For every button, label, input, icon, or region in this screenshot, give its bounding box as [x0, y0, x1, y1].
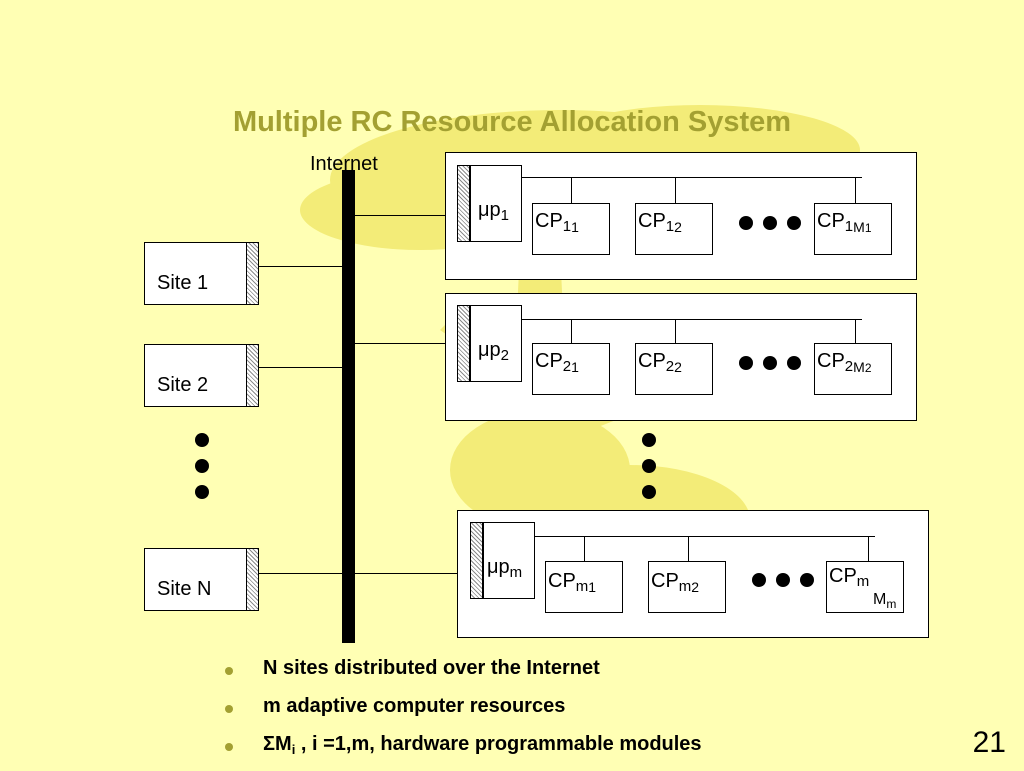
ellipsis-dot: [642, 485, 656, 499]
bus-drop: [688, 536, 689, 561]
bullet-dot: [225, 743, 233, 751]
resource-link: [355, 343, 457, 344]
internet-backbone: [342, 170, 355, 643]
cp-label: CP2M2: [817, 350, 872, 375]
processor-label: μp2: [478, 339, 509, 364]
bullet-text: ΣMi , i =1,m, hardware programmable modu…: [263, 733, 702, 757]
ellipsis-dot: [787, 356, 801, 370]
cp-label: CPm1: [548, 570, 597, 595]
cp-label: CP21: [535, 350, 579, 375]
cp-box: CP11: [532, 203, 610, 255]
bus-drop: [855, 177, 856, 203]
processor-box: μpm: [483, 522, 535, 599]
cp-box: CPm Mm: [826, 561, 904, 613]
cp-label: CP22: [638, 350, 682, 375]
bus-drop: [571, 177, 572, 203]
ellipsis-dot: [763, 216, 777, 230]
site-label: Site 2: [157, 374, 209, 396]
cp-label: CP12: [638, 210, 682, 235]
processor-port: [457, 305, 470, 382]
processor-port: [457, 165, 470, 242]
cp-box: CPm2: [648, 561, 726, 613]
site-link: [259, 266, 342, 267]
resource-link: [355, 215, 457, 216]
site-link: [259, 367, 342, 368]
bus-drop: [675, 319, 676, 343]
bullet-text: m adaptive computer resources: [263, 695, 566, 717]
processor-box: μp1: [470, 165, 522, 242]
page-number: 21: [972, 726, 1006, 759]
cp-box: CP21: [532, 343, 610, 395]
cp-label: CP1M1: [817, 210, 872, 235]
bullet-text: N sites distributed over the Internet: [263, 657, 600, 679]
cp-box: CP12: [635, 203, 713, 255]
bullet-dot: [225, 667, 233, 675]
ellipsis-dot: [752, 573, 766, 587]
site-label: Site N: [157, 578, 212, 600]
cp-box: CP1M1: [814, 203, 892, 255]
bus-line: [522, 319, 862, 320]
cp-box: CP2M2: [814, 343, 892, 395]
bus-drop: [675, 177, 676, 203]
cp-label: CPm: [829, 565, 870, 590]
processor-port: [470, 522, 483, 599]
ellipsis-dot: [195, 459, 209, 473]
ellipsis-dot: [739, 356, 753, 370]
bus-drop: [571, 319, 572, 343]
processor-box: μp2: [470, 305, 522, 382]
site-port: [246, 344, 259, 407]
ellipsis-dot: [195, 433, 209, 447]
cp-label: CP11: [535, 210, 579, 235]
cp-label-subscript: Mm: [873, 591, 897, 611]
internet-label: Internet: [310, 153, 378, 175]
ellipsis-dot: [787, 216, 801, 230]
ellipsis-dot: [763, 356, 777, 370]
ellipsis-dot: [776, 573, 790, 587]
bus-line: [522, 177, 862, 178]
bus-drop: [855, 319, 856, 343]
ellipsis-dot: [739, 216, 753, 230]
bus-drop: [868, 536, 869, 561]
site-port: [246, 548, 259, 611]
processor-label: μpm: [487, 556, 523, 581]
bus-line: [535, 536, 875, 537]
site-link: [259, 573, 342, 574]
site-label: Site 1: [157, 272, 209, 294]
bus-drop: [584, 536, 585, 561]
ellipsis-dot: [642, 433, 656, 447]
cp-label: CPm2: [651, 570, 700, 595]
cp-box: CP22: [635, 343, 713, 395]
ellipsis-dot: [800, 573, 814, 587]
site-box: Site 2: [144, 344, 247, 407]
bullet-dot: [225, 705, 233, 713]
ellipsis-dot: [195, 485, 209, 499]
resource-link: [355, 573, 470, 574]
processor-label: μp1: [478, 199, 509, 224]
ellipsis-dot: [642, 459, 656, 473]
cp-box: CPm1: [545, 561, 623, 613]
slide-title: Multiple RC Resource Allocation System: [232, 106, 792, 138]
site-box: Site 1: [144, 242, 247, 305]
site-port: [246, 242, 259, 305]
site-box: Site N: [144, 548, 247, 611]
